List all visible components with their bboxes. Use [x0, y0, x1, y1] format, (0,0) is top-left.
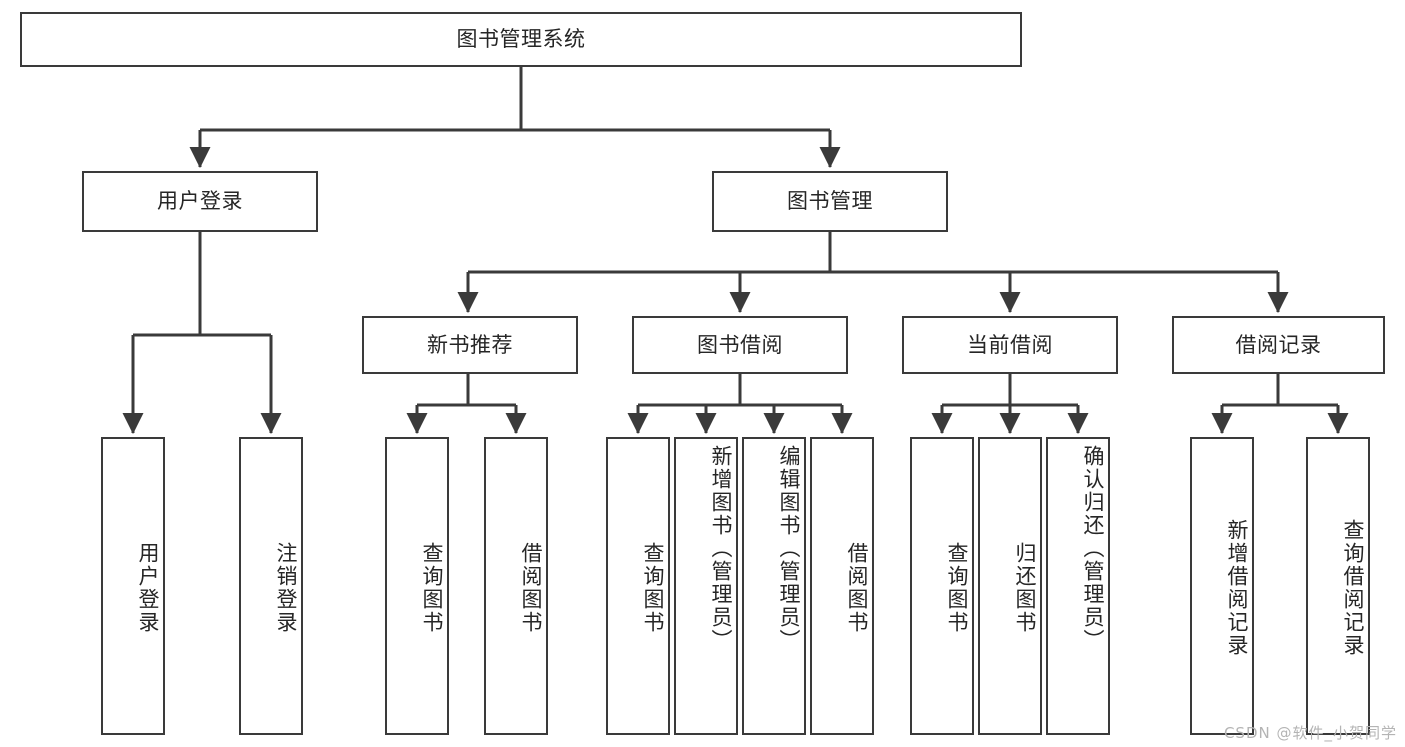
node-label: 归还图书 — [1013, 542, 1037, 634]
node-book-borrow[interactable]: 图书借阅 — [632, 316, 848, 374]
node-label: 用户登录 — [136, 542, 160, 634]
leaf-new-book-query[interactable]: 查询图书 — [385, 437, 449, 735]
leaf-return-book[interactable]: 归还图书 — [978, 437, 1042, 735]
node-label: 借阅图书 — [845, 542, 869, 634]
leaf-borrow-query-book[interactable]: 查询图书 — [606, 437, 670, 735]
leaf-user-login[interactable]: 用户登录 — [101, 437, 165, 735]
node-label: 查询图书 — [945, 542, 969, 634]
node-root-book-management-system[interactable]: 图书管理系统 — [20, 12, 1022, 67]
node-current-borrow[interactable]: 当前借阅 — [902, 316, 1118, 374]
leaf-new-book-borrow[interactable]: 借阅图书 — [484, 437, 548, 735]
node-label: 查询图书 — [420, 542, 444, 634]
node-label: 当前借阅 — [967, 332, 1053, 357]
node-label: 借阅记录 — [1235, 332, 1322, 357]
leaf-add-book-admin[interactable]: 新增图书（管理员） — [674, 437, 738, 735]
leaf-logout[interactable]: 注销登录 — [239, 437, 303, 735]
node-user-login[interactable]: 用户登录 — [82, 171, 318, 232]
node-new-book-recommend[interactable]: 新书推荐 — [362, 316, 578, 374]
node-label: 注销登录 — [274, 542, 298, 634]
node-label: 查询图书 — [641, 542, 665, 634]
node-book-management[interactable]: 图书管理 — [712, 171, 948, 232]
node-label: 编辑图书（管理员） — [777, 445, 801, 652]
node-label: 确认归还（管理员） — [1081, 445, 1105, 652]
leaf-query-borrow-record[interactable]: 查询借阅记录 — [1306, 437, 1370, 735]
node-label: 新增图书（管理员） — [709, 445, 733, 652]
node-label: 图书借阅 — [697, 332, 783, 357]
leaf-confirm-return-admin[interactable]: 确认归还（管理员） — [1046, 437, 1110, 735]
leaf-borrow-book[interactable]: 借阅图书 — [810, 437, 874, 735]
node-label: 图书管理系统 — [456, 27, 586, 52]
leaf-current-query-book[interactable]: 查询图书 — [910, 437, 974, 735]
node-label: 图书管理 — [787, 189, 873, 214]
node-label: 借阅图书 — [519, 542, 543, 634]
node-label: 新增借阅记录 — [1225, 519, 1249, 657]
leaf-add-borrow-record[interactable]: 新增借阅记录 — [1190, 437, 1254, 735]
node-borrow-record[interactable]: 借阅记录 — [1172, 316, 1385, 374]
node-label: 查询借阅记录 — [1341, 519, 1365, 657]
node-label: 新书推荐 — [427, 332, 513, 357]
node-label: 用户登录 — [157, 189, 243, 214]
leaf-edit-book-admin[interactable]: 编辑图书（管理员） — [742, 437, 806, 735]
